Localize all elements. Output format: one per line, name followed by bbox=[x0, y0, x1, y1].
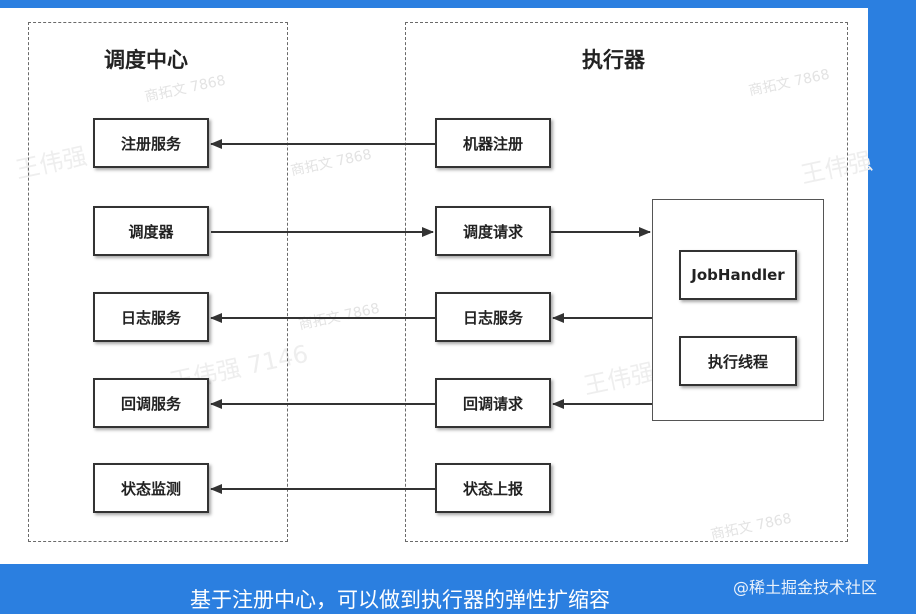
log-service-box: 日志服务 bbox=[93, 292, 209, 342]
jobhandler-box: JobHandler bbox=[679, 250, 797, 300]
callback-request-box: 回调请求 bbox=[435, 378, 551, 428]
machine-register-box: 机器注册 bbox=[435, 118, 551, 168]
caption: 基于注册中心，可以做到执行器的弹性扩缩容 bbox=[190, 588, 610, 612]
status-report-box: 状态上报 bbox=[435, 463, 551, 513]
credit-watermark: @稀土掘金技术社区 bbox=[733, 578, 878, 597]
scheduler-center-group bbox=[28, 22, 288, 542]
register-service-box: 注册服务 bbox=[93, 118, 209, 168]
status-monitor-box: 状态监测 bbox=[93, 463, 209, 513]
executor-log-service-box: 日志服务 bbox=[435, 292, 551, 342]
callback-service-box: 回调服务 bbox=[93, 378, 209, 428]
schedule-request-box: 调度请求 bbox=[435, 206, 551, 256]
exec-thread-box: 执行线程 bbox=[679, 336, 797, 386]
executor-group bbox=[405, 22, 848, 542]
executor-title: 执行器 bbox=[582, 48, 645, 72]
scheduler-box: 调度器 bbox=[93, 206, 209, 256]
scheduler-center-title: 调度中心 bbox=[104, 48, 188, 72]
